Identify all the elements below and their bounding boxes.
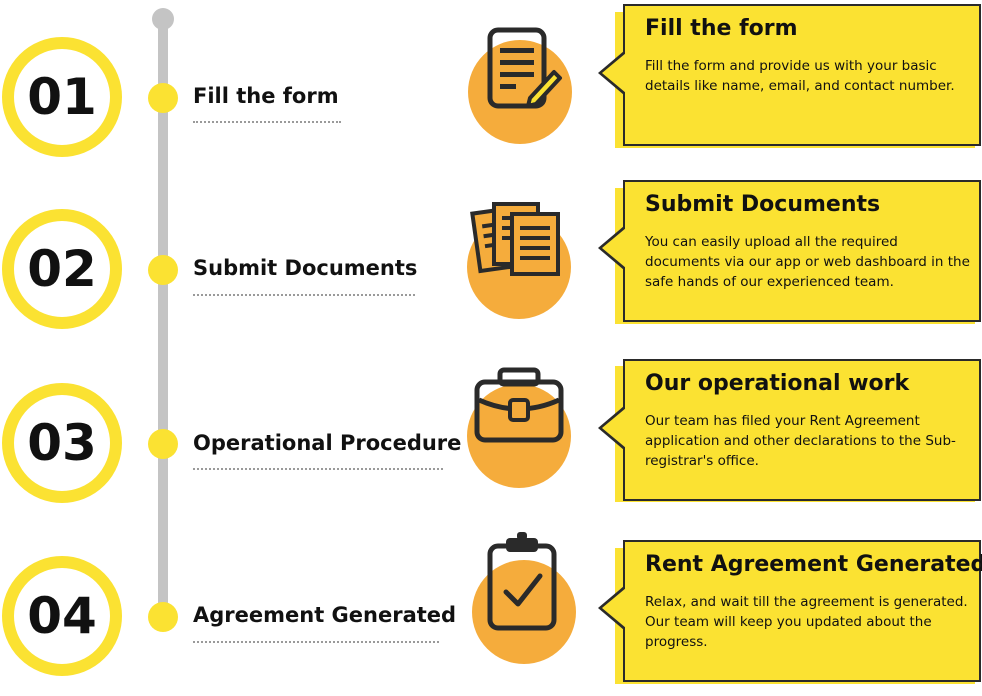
timeline-start-dot [152,8,174,30]
step-underline [193,468,443,470]
step-label: Fill the form [193,84,339,108]
card-description: You can easily upload all the required d… [645,234,970,290]
card-description: Relax, and wait till the agreement is ge… [645,594,968,650]
timeline-line [158,18,168,618]
icon-circle [468,40,572,144]
card-title: Rent Agreement Generated [645,552,982,577]
step-underline [193,641,439,643]
form-pencil-icon [487,27,562,109]
step-card: Submit Documents You can easily upload a… [623,180,981,322]
documents-icon [470,202,560,276]
step-label: Agreement Generated [193,603,457,627]
card-description: Fill the form and provide us with your b… [645,58,955,94]
step-underline [193,121,341,123]
step-card: Our operational work Our team has filed … [623,359,981,501]
timeline-dot [148,255,178,285]
timeline-dot [148,429,178,459]
briefcase-icon [474,367,564,443]
clipboard-check-icon [487,532,557,631]
step-card: Fill the form Fill the form and provide … [623,4,981,146]
card-title: Fill the form [645,16,798,41]
card-title: Our operational work [645,371,910,396]
step-label: Operational Procedure [193,431,462,455]
step-underline [193,294,415,296]
card-title: Submit Documents [645,192,881,217]
step-number-badge: 03 [2,383,122,503]
card-pointer-fill [602,228,626,268]
card-pointer-fill [602,53,626,93]
card-pointer-fill [602,588,626,628]
timeline-dot [148,602,178,632]
card-description: Our team has filed your Rent Agreement a… [645,413,956,469]
step-label: Submit Documents [193,256,418,280]
step-number-badge: 01 [2,37,122,157]
card-pointer-fill [602,408,626,448]
step-number-badge: 02 [2,209,122,329]
step-number-badge: 04 [2,556,122,676]
timeline-dot [148,83,178,113]
step-card: Rent Agreement Generated Relax, and wait… [623,540,982,682]
